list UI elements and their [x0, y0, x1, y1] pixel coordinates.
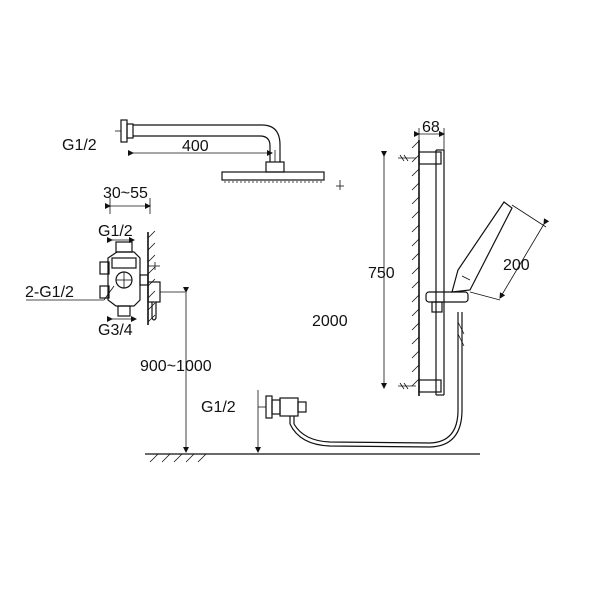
mixer-height-label: 900~1000: [140, 358, 212, 375]
slide-bar-assembly: [381, 128, 469, 396]
valve-bottom-label: G3/4: [98, 322, 133, 339]
hand-shower: [451, 201, 550, 301]
mixing-valve-assembly: [26, 198, 185, 325]
bar-width-label: 68: [422, 119, 440, 136]
hand-shower-length-label: 200: [503, 257, 530, 274]
valve-outlets-label: 2-G1/2: [25, 284, 74, 301]
total-height-label: 2000: [312, 313, 348, 330]
arm-thread-label: G1/2: [62, 137, 97, 154]
shower-arm-assembly: [115, 119, 344, 190]
floor-and-height-dimension: [145, 287, 480, 463]
shower-hose: [289, 312, 463, 448]
bar-height-label: 750: [368, 265, 395, 282]
valve-inlet-label: G1/2: [98, 223, 133, 240]
wall-outlet-assembly: [255, 390, 307, 453]
outlet-thread-label: G1/2: [201, 399, 236, 416]
arm-length-label: 400: [182, 138, 209, 155]
wall-depth-label: 30~55: [103, 185, 148, 202]
